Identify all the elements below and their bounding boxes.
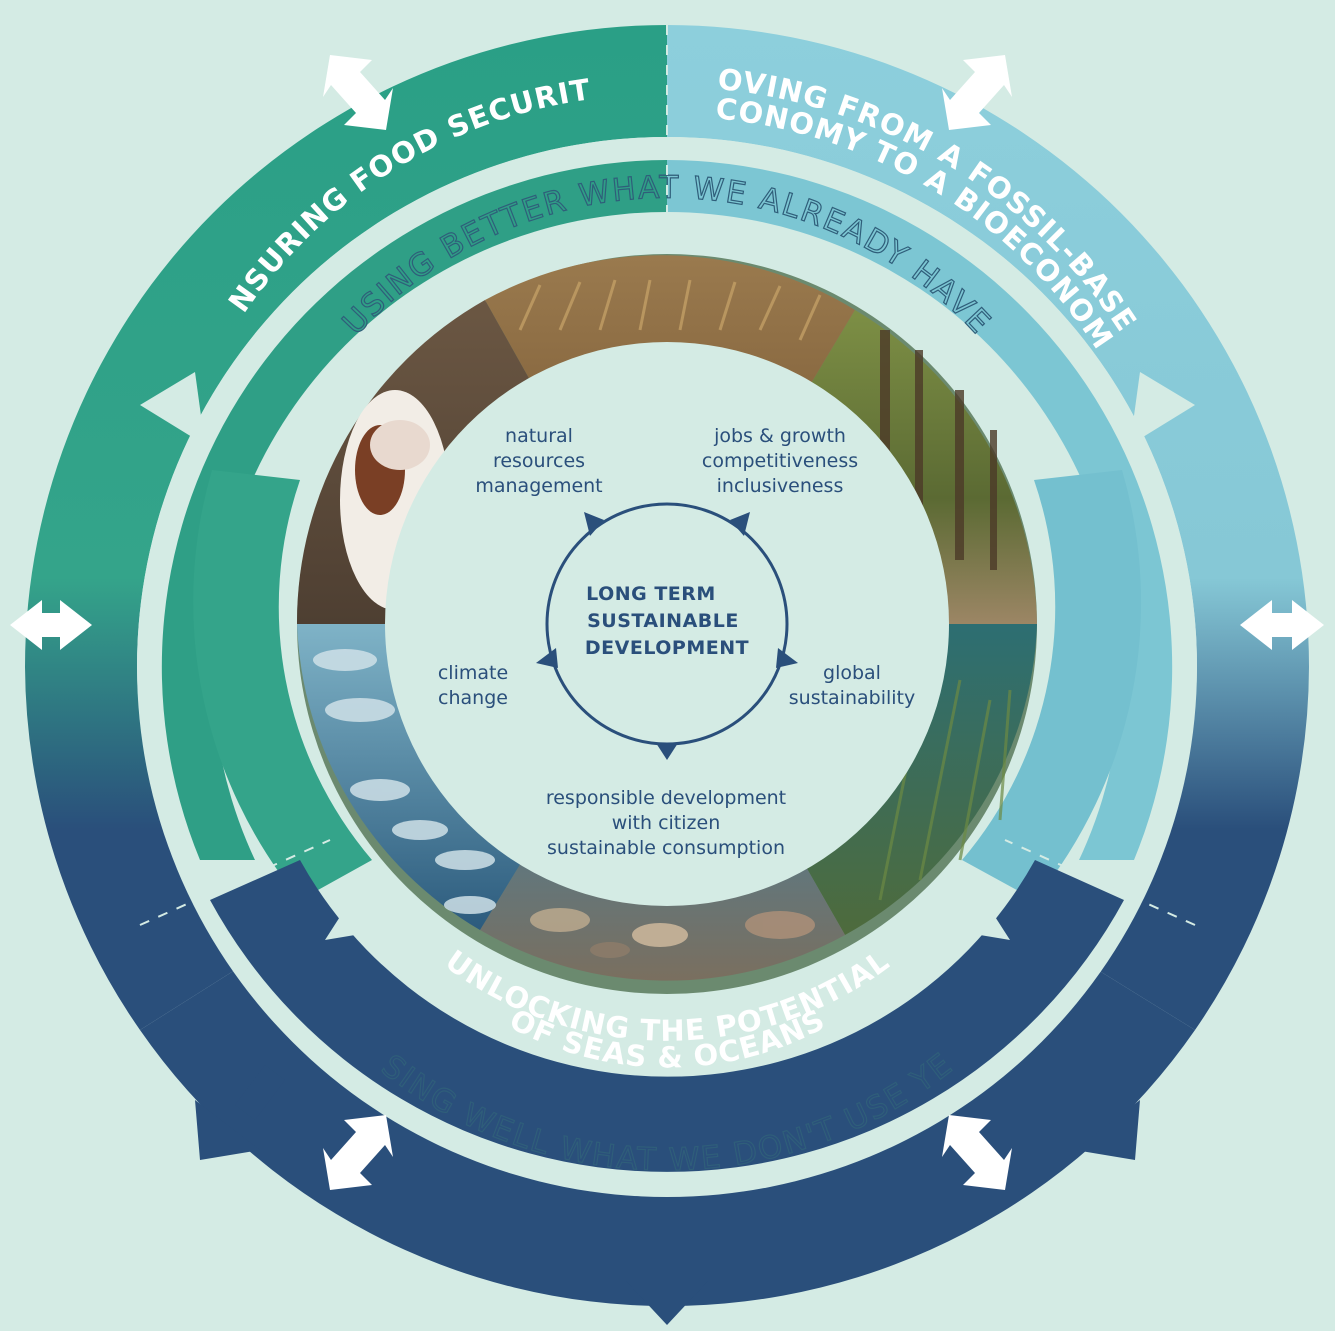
- label-jobs-growth-1: jobs & growth: [713, 425, 846, 447]
- label-climate-2: change: [438, 687, 508, 709]
- double-arrow-top-left: [323, 55, 393, 130]
- arrow-down-left: [195, 1065, 285, 1160]
- label-responsible-1: responsible development: [546, 787, 786, 809]
- arrow-down-right: [1050, 1065, 1140, 1160]
- center-line-1: LONG TERM: [586, 583, 716, 605]
- double-arrow-left: [10, 600, 92, 650]
- label-natural-resources-1: natural: [505, 425, 573, 447]
- label-responsible-2: with citizen: [612, 812, 721, 834]
- arrow-down-center: [625, 1230, 709, 1325]
- double-arrows: [10, 55, 1324, 1190]
- label-jobs-growth-2: competitiveness: [702, 450, 858, 472]
- center-pointer-bottom: [656, 743, 678, 760]
- center-pointer-top-right: [730, 512, 750, 536]
- ring-arrow-right-top: [1130, 372, 1195, 445]
- double-arrow-bottom-right: [942, 1115, 1012, 1190]
- label-responsible-3: sustainable consumption: [547, 837, 785, 859]
- outer-ring: [25, 25, 1309, 1307]
- label-global-2: sustainability: [789, 687, 916, 709]
- label-jobs-growth-3: inclusiveness: [717, 475, 844, 497]
- ring-arrow-left-top: [140, 372, 205, 445]
- label-natural-resources-2: resources: [493, 450, 585, 472]
- label-climate-1: climate: [438, 662, 508, 684]
- center-line-3: DEVELOPMENT: [585, 637, 749, 659]
- wheat-stalks: [518, 279, 822, 341]
- label-global-1: global: [823, 662, 881, 684]
- outward-arrows: [195, 1065, 1140, 1325]
- food-security-segment: [25, 25, 667, 1030]
- center-pointer-top-left: [584, 512, 604, 536]
- ring-arrow-left-bottom: [325, 870, 385, 940]
- tree-trunks: [880, 330, 997, 570]
- inner-disc: [385, 342, 949, 906]
- bioeconomy-segment: [667, 25, 1309, 1030]
- center-pointer-right: [776, 648, 798, 668]
- fish-figures: [313, 649, 496, 914]
- segment-dividers: [139, 25, 1196, 926]
- center-pointer-left: [536, 648, 558, 668]
- double-arrow-bottom-left: [323, 1115, 393, 1190]
- double-arrow-top-right: [942, 55, 1012, 130]
- double-arrow-right: [1240, 600, 1324, 650]
- center-line-2: SUSTAINABLE: [587, 610, 739, 632]
- seas-oceans-segment: [140, 970, 1195, 1307]
- ring-arrow-right-bottom: [950, 870, 1010, 940]
- label-natural-resources-3: management: [475, 475, 602, 497]
- coral-figures: [530, 908, 815, 958]
